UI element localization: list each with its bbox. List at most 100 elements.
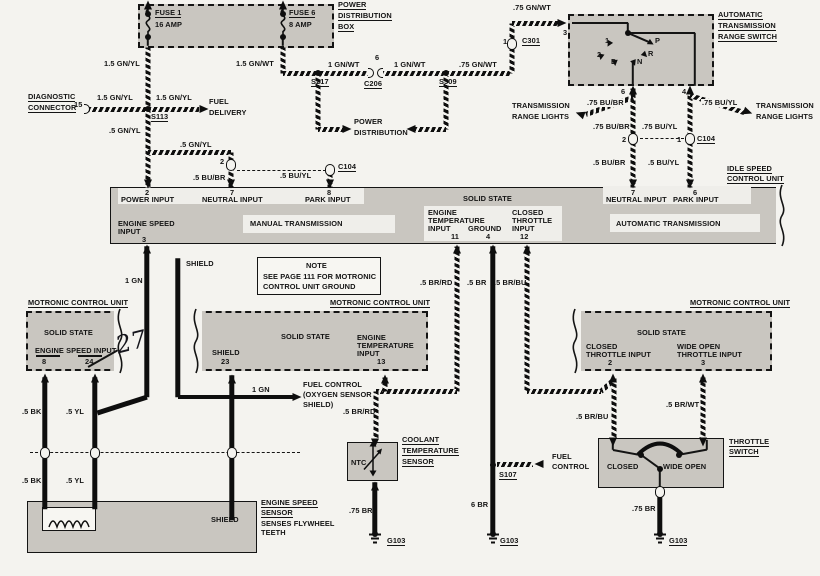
switch-position-tick [611,59,619,67]
connector-hook-icon [227,453,237,459]
label: N [637,57,643,66]
label: 2 [608,358,613,367]
wire-segment [512,20,558,26]
label: 6 [621,87,626,96]
note-box [257,257,381,295]
splice-dot [625,30,631,36]
label: 2 [622,135,627,144]
arrowhead-icon [91,373,99,383]
label: 1 GN [251,385,271,394]
label: SENSOR [261,508,293,519]
label: SOLID STATE [463,194,512,203]
label: THROTTLE [512,216,553,225]
label: 13 [377,357,386,366]
arrowhead-icon [557,19,567,27]
arrowhead-icon [342,125,352,133]
wire-segment [640,138,684,140]
switch-position-tick [597,53,605,61]
label: TEETH [261,528,286,537]
label: POWER [354,117,383,126]
arrowhead-icon [686,85,694,95]
label: THROTTLE INPUT [677,350,743,359]
label: 7 [230,188,235,197]
connector-hook-icon [368,68,374,78]
label: 3 [142,235,147,244]
motronic-right-title: MOTRONIC CONTROL UNIT [690,298,791,309]
label-panel [610,214,760,232]
wire-segment [628,32,695,34]
wire-segment [145,47,151,109]
label: CONTROL [552,462,590,471]
splice-dot [145,34,151,40]
wire-segment [509,49,515,73]
label: C301 [522,36,541,47]
splice-dot [443,70,449,76]
label: .75 BR [632,504,656,513]
motronic-left-title: MOTRONIC CONTROL UNIT [28,298,129,309]
label: 1 GN/WT [394,60,426,69]
label: 24 [85,357,94,366]
splice-dot [676,452,682,458]
label: 2 [220,157,225,166]
label: SOLID STATE [281,332,330,341]
label: INPUT [428,224,451,233]
label: PARK INPUT [673,195,719,204]
label: 8 [42,357,47,366]
torn-edge [190,307,202,375]
label: 15 [74,100,83,109]
label: SOLID STATE [44,328,93,337]
splice-dot [315,70,321,76]
arrowhead-icon [228,374,236,384]
label: .5 YL [66,476,85,485]
label: 4 [682,87,687,96]
label: .5 BU/BR [193,173,226,182]
ntc-resistor-icon [355,440,391,482]
label: THROTTLE INPUT [586,350,652,359]
wire-segment [232,394,293,400]
label: DISTRIBUTION [338,11,392,22]
diagnostic-connector-title: DIAGNOSTIC [28,92,76,103]
connector-hook-icon [226,165,236,171]
splice-dot [280,34,286,40]
label: S113 [151,112,169,123]
arrowhead-icon [371,481,379,491]
label: RANGE LIGHTS [512,112,570,121]
label: NEUTRAL INPUT [202,195,263,204]
label: SWITCH [729,447,759,458]
arrowhead-icon [453,244,461,254]
label: 8 AMP [289,20,312,29]
arrowhead-icon [629,179,637,189]
range-switch-title: AUTOMATIC [718,10,763,21]
label: SHIELD [211,515,239,524]
label: INPUT [512,224,535,233]
wire-segment [694,33,696,86]
label: 2 [597,50,602,59]
connector-hook-icon [685,139,695,145]
motronic-control-unit-left [26,311,120,371]
fuse-6-label: FUSE 6 [289,8,316,19]
label: G103 [669,536,688,547]
label: GROUND [468,224,502,233]
wire-segment [446,70,512,76]
ground-icon [368,533,382,545]
label: SENSES FLYWHEEL [261,519,335,528]
label: .75 GN/WT [459,60,497,69]
label: SHIELD) [303,400,334,409]
label: 6 BR [471,500,489,509]
arrowhead-icon [41,373,49,383]
arrowhead-icon [742,106,754,118]
label: NOTE [306,261,327,270]
label: .75 BU/YL [642,122,678,131]
connector-hook-icon [90,453,100,459]
wire-segment [148,106,199,112]
motronic-control-unit-middle [196,311,428,371]
label: SENSOR [402,457,434,468]
idle-speed-control-unit-title: IDLE SPEED [727,164,772,175]
label: D [611,57,617,66]
label: .5 BR/RD [420,278,453,287]
connector-hook-icon [84,104,90,114]
arrowhead-icon [609,437,617,447]
wire-segment [178,394,232,400]
splice-dot [638,452,644,458]
label: P [655,36,661,45]
